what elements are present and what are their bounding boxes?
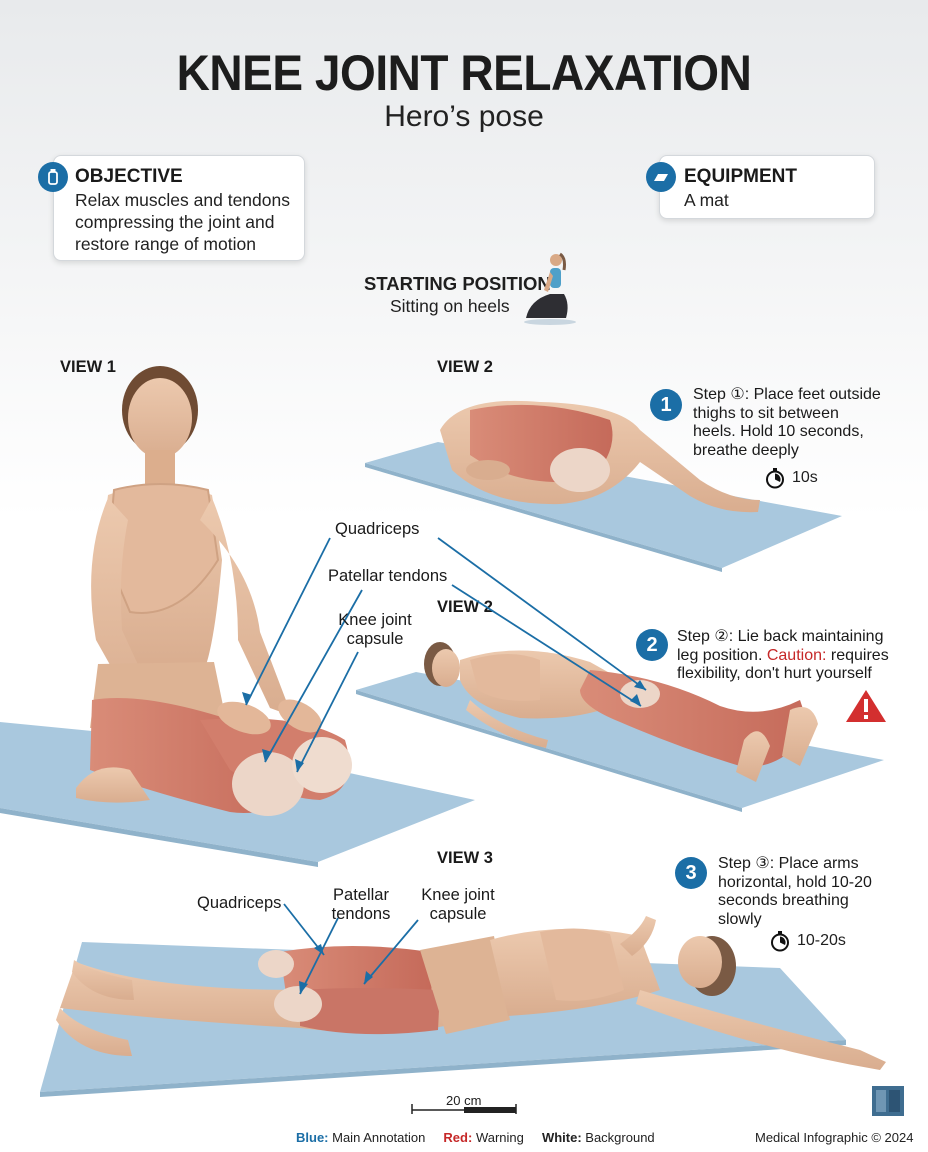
label-line: Knee joint xyxy=(338,611,412,629)
step-line: heels. Hold 10 seconds, xyxy=(693,423,864,440)
label-quadriceps-view3: Quadriceps xyxy=(197,894,282,912)
step-2-text: Step ②: Lie back maintaining leg positio… xyxy=(677,628,889,684)
step-1-badge: 1 xyxy=(650,389,682,421)
step-text-part: leg position. xyxy=(677,646,767,664)
view-2-label: VIEW 2 xyxy=(437,358,493,376)
knee xyxy=(550,448,610,492)
equipment-text: A mat xyxy=(684,190,729,210)
legend-blue-label: Blue: xyxy=(296,1130,329,1145)
left-arm xyxy=(91,498,158,718)
foot xyxy=(56,1008,132,1056)
label-quadriceps: Quadriceps xyxy=(335,520,420,538)
stopwatch-icon xyxy=(766,468,784,489)
color-legend: Blue: Main Annotation Red: Warning White… xyxy=(296,1130,655,1145)
knee xyxy=(274,986,322,1022)
label-knee-joint-capsule-view3: Knee joint capsule xyxy=(416,886,500,924)
right-arm xyxy=(200,498,292,716)
caution-label: Caution: xyxy=(766,646,827,664)
label-line: tendons xyxy=(331,905,391,923)
step-2-badge: 2 xyxy=(636,629,668,661)
scale-bar-label: 20 cm xyxy=(446,1093,482,1108)
step-line: flexibility, don't hurt yourself xyxy=(677,665,872,682)
scale-bar-graphic xyxy=(411,1104,517,1114)
starting-position-heading: STARTING POSITION xyxy=(364,273,551,294)
view-3-label: VIEW 3 xyxy=(437,849,493,867)
label-line: Knee joint xyxy=(421,886,495,904)
arm-upper xyxy=(620,916,656,956)
step-line: slowly xyxy=(718,910,762,928)
page-subtitle: Hero’s pose xyxy=(384,100,544,133)
sports-bra xyxy=(106,483,220,614)
step-1-text: Step ①: Place feet outside thighs to sit… xyxy=(693,386,881,460)
objective-line: restore range of motion xyxy=(75,234,256,254)
label-line: capsule xyxy=(429,905,487,923)
legend-white-label: White: xyxy=(541,1130,582,1145)
arm xyxy=(466,700,548,748)
step-3-timer: 10-20s xyxy=(769,930,846,952)
bottle-icon xyxy=(38,162,68,192)
step-line: breathe deeply xyxy=(693,441,799,459)
head xyxy=(678,936,722,988)
label-patellar-tendons-view3: Patellar tendons xyxy=(325,886,397,924)
knee xyxy=(232,752,304,816)
view-1-illustration xyxy=(0,366,475,867)
step-line: Step ②: Lie back maintaining xyxy=(677,628,884,645)
view-3-illustration xyxy=(40,916,886,1097)
page-title: KNEE JOINT RELAXATION xyxy=(176,45,752,101)
equipment-heading: EQUIPMENT xyxy=(684,166,797,187)
step-line: seconds breathing xyxy=(718,892,849,909)
head xyxy=(432,649,460,687)
objective-line: compressing the joint and xyxy=(75,212,275,232)
step-line: thighs to sit between xyxy=(693,404,839,422)
copyright: Medical Infographic © 2024 xyxy=(755,1130,914,1145)
step-3-text: Step ③: Place arms horizontal, hold 10-2… xyxy=(718,855,872,929)
mat-icon xyxy=(646,162,676,192)
label-knee-joint-capsule: Knee joint capsule xyxy=(333,611,417,649)
step-line: horizontal, hold 10-20 xyxy=(718,873,872,891)
step-line: leg position. Caution: requires xyxy=(677,647,889,666)
head xyxy=(128,378,192,458)
kneeling-figure-illustration xyxy=(524,252,576,325)
timer-value: 10s xyxy=(792,469,818,486)
sports-bra xyxy=(540,928,624,1001)
view-1-label: VIEW 1 xyxy=(60,358,116,376)
stopwatch-icon xyxy=(771,931,789,952)
starting-position-text: Sitting on heels xyxy=(390,296,510,316)
step-text-part: requires xyxy=(826,646,889,664)
shorts xyxy=(420,936,510,1034)
warning-icon xyxy=(846,690,886,722)
objective-line: Relax muscles and tendons xyxy=(75,190,290,210)
step-line: Step ①: Place feet outside xyxy=(693,386,881,403)
label-line: capsule xyxy=(346,630,404,648)
step-1-timer: 10s xyxy=(764,467,818,489)
annotation-arrowheads xyxy=(242,680,646,994)
timer-value: 10-20s xyxy=(797,932,846,949)
equipment-box xyxy=(659,155,875,219)
step-3-badge: 3 xyxy=(675,857,707,889)
legend-blue-text: Main Annotation xyxy=(332,1130,426,1145)
view-2-top-illustration xyxy=(365,400,842,572)
objective-heading: OBJECTIVE xyxy=(75,166,183,187)
legend-red-label: Red: xyxy=(443,1130,473,1145)
arm-lower xyxy=(636,990,886,1070)
label-line: Patellar xyxy=(333,886,389,904)
annotation-lines xyxy=(245,537,647,995)
objective-text: Relax muscles and tendons compressing th… xyxy=(75,189,290,255)
foot xyxy=(72,960,134,1000)
legend-red-text: Warning xyxy=(475,1130,524,1145)
legend-white-text: Background xyxy=(585,1130,655,1145)
sports-bra xyxy=(470,654,540,701)
step-line: Step ③: Place arms xyxy=(718,855,859,872)
objective-box xyxy=(53,155,305,261)
book-logo-icon xyxy=(872,1086,904,1116)
view-2-bottom-illustration xyxy=(356,642,884,812)
label-patellar-tendons: Patellar tendons xyxy=(328,567,448,585)
